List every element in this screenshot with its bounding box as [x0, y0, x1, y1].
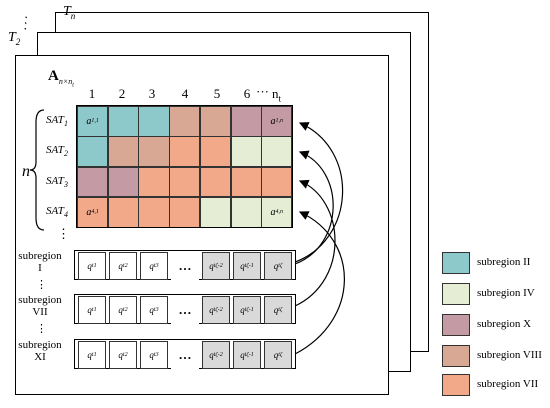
matrix-cell — [138, 196, 170, 228]
segment-box: … — [171, 341, 199, 369]
legend-label: subregion IV — [477, 287, 535, 299]
matrix-cell — [199, 136, 231, 168]
matrix-cell — [261, 166, 293, 198]
column-number: 5 — [213, 86, 221, 101]
arrow-segment-1-row-2 — [294, 150, 334, 265]
legend-label: subregion VII — [477, 378, 539, 390]
sat-row-label: SAT1 — [46, 114, 68, 129]
legend-swatch — [442, 374, 470, 396]
matrix-cell — [230, 136, 262, 168]
matrix-cell — [230, 106, 262, 137]
segment-box: … — [171, 296, 199, 324]
column-number: 6 — [243, 86, 251, 101]
legend-swatch — [442, 252, 470, 274]
sat-row-label: SAT3 — [46, 174, 68, 189]
row-count-label: n — [22, 163, 30, 180]
matrix-cell — [107, 196, 139, 228]
matrix-border — [76, 105, 293, 228]
arrow-segment-2-row-3 — [294, 179, 336, 307]
column-last: nt — [272, 86, 282, 104]
matrix-label: An×nt — [48, 68, 74, 89]
segment-vdots: ⋮ — [36, 279, 47, 291]
legend-label: subregion II — [477, 256, 531, 268]
legend-label: subregion VIII — [477, 349, 542, 361]
sat-row-label: SAT2 — [46, 144, 68, 159]
legend-swatch — [442, 345, 470, 367]
column-number: 1 — [88, 86, 96, 101]
sat-row-label: SAT4 — [46, 204, 68, 220]
legend-label: subregion X — [477, 318, 532, 330]
matrix-cell — [77, 166, 109, 198]
matrix-vdots: ⋮ — [57, 226, 70, 241]
matrix-cell — [107, 136, 139, 168]
segment-box: … — [171, 252, 199, 280]
matrix-cell — [77, 136, 109, 168]
matrix-cell — [230, 166, 262, 198]
matrix-cell — [107, 166, 139, 198]
column-number: 2 — [118, 86, 126, 101]
arrow-segment-3-row-4 — [294, 211, 345, 355]
segment-vdots: ⋮ — [36, 323, 47, 335]
legend-swatch — [442, 314, 470, 336]
matrix-cell — [138, 136, 170, 168]
column-number: 3 — [148, 86, 156, 101]
frame-back-label: Tn — [63, 4, 76, 21]
column-ellipsis: ··· — [256, 84, 269, 99]
row-brace — [29, 109, 45, 231]
frame-middle-label: T2 — [8, 30, 21, 47]
column-number: 4 — [181, 86, 189, 101]
matrix-cell — [138, 166, 170, 198]
matrix-cell — [199, 106, 231, 137]
matrix-cell — [261, 136, 293, 168]
legend-swatch — [442, 283, 470, 305]
